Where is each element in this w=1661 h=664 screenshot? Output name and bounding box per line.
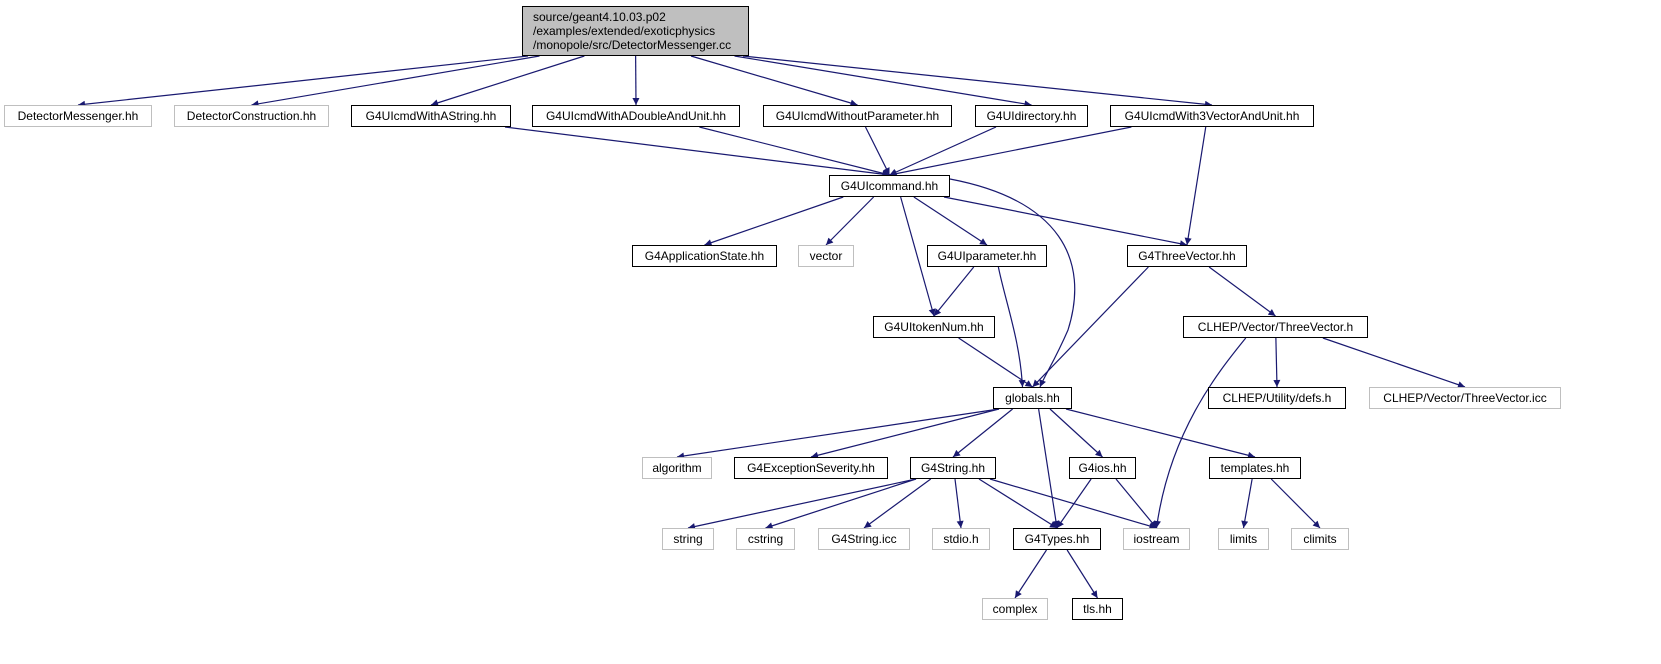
edge-root-to-cmdnop [690, 55, 858, 107]
node-g4string-icc: G4String.icc [818, 528, 910, 550]
node-templates-hh[interactable]: templates.hh [1209, 457, 1301, 479]
node-g4uiparameter-hh[interactable]: G4UIparameter.hh [927, 245, 1047, 267]
edge-cmdstr-to-uicmd [504, 126, 890, 178]
edge-threev-to-clhep3v [1208, 266, 1276, 317]
node-g4ios-hh[interactable]: G4ios.hh [1069, 457, 1136, 479]
edge-threev-to-globals [1032, 266, 1149, 388]
edge-uicmd-to-threev [943, 196, 1188, 248]
root-label-line-3: /monopole/src/DetectorMessenger.cc [533, 38, 732, 52]
edge-globals-to-exsev [810, 408, 1000, 459]
node-g4uicmdwithadoubleandunit-hh[interactable]: G4UIcmdWithADoubleAndUnit.hh [532, 105, 740, 127]
edge-globals-to-g4ios [1049, 408, 1103, 458]
edge-clhep3v-to-defs [1273, 337, 1281, 388]
edge-g4ios-to-types [1056, 478, 1092, 529]
node-g4threevector-hh[interactable]: G4ThreeVector.hh [1127, 245, 1247, 267]
node-clhep-utility-defs-h[interactable]: CLHEP/Utility/defs.h [1208, 387, 1346, 409]
node-globals-hh[interactable]: globals.hh [993, 387, 1072, 409]
edge-g4str-to-cstring [765, 478, 917, 530]
node-clhep-vector-threevector-icc: CLHEP/Vector/ThreeVector.icc [1369, 387, 1561, 409]
node-detectorconstruction-hh: DetectorConstruction.hh [174, 105, 329, 127]
edge-globals-to-algo [676, 408, 1000, 460]
edge-cmd3v-to-uicmd [889, 126, 1132, 178]
node-g4uidirectory-hh[interactable]: G4UIdirectory.hh [975, 105, 1088, 127]
node-g4string-hh[interactable]: G4String.hh [910, 457, 996, 479]
edge-uicmd-to-tokn [900, 196, 936, 317]
node-g4applicationstate-hh[interactable]: G4ApplicationState.hh [632, 245, 777, 267]
edge-templ-to-limits [1241, 478, 1253, 529]
edge-g4str-to-types [978, 478, 1058, 529]
edge-types-to-complex [1014, 549, 1048, 599]
node-limits: limits [1218, 528, 1269, 550]
edge-cmd3v-to-threev [1184, 126, 1207, 246]
edge-clhep3v-to-clhep3vicc [1322, 337, 1466, 389]
edge-uipar-to-tokn [933, 266, 975, 317]
node-cstring: cstring [736, 528, 795, 550]
node-g4types-hh[interactable]: G4Types.hh [1013, 528, 1101, 550]
node-g4uitokennum-hh[interactable]: G4UItokenNum.hh [873, 316, 995, 338]
edge-uicmd-to-vector [825, 196, 875, 246]
node-g4uicommand-hh[interactable]: G4UIcommand.hh [829, 175, 950, 197]
node-g4uicmdwithastring-hh[interactable]: G4UIcmdWithAString.hh [351, 105, 511, 127]
edge-root-to-cmdstr [430, 55, 585, 107]
node-stdio-h: stdio.h [932, 528, 990, 550]
node-algorithm: algorithm [642, 457, 712, 479]
edge-cmdnop-to-uicmd [864, 126, 891, 176]
node-string: string [662, 528, 714, 550]
node-climits: climits [1291, 528, 1349, 550]
edge-cmddbl-to-uicmd [699, 126, 890, 177]
edge-root-to-detcon [251, 55, 540, 108]
root-label-line-2: /examples/extended/exoticphysics [533, 24, 716, 38]
root-node-detector-messenger-cc: source/geant4.10.03.p02 /examples/extend… [522, 6, 749, 56]
node-g4uicmdwith3vectorandunit-hh[interactable]: G4UIcmdWith3VectorAndUnit.hh [1110, 105, 1314, 127]
edge-globals-to-templ [1065, 408, 1256, 459]
edge-templ-to-climits [1270, 478, 1321, 529]
node-clhep-vector-threevector-h[interactable]: CLHEP/Vector/ThreeVector.h [1183, 316, 1368, 338]
edge-g4str-to-iostream [989, 478, 1157, 530]
edge-clhep3v-to-iostream [1153, 337, 1247, 529]
edge-g4str-to-string [687, 478, 917, 530]
edge-g4str-to-stdio [954, 478, 964, 529]
node-iostream: iostream [1123, 528, 1190, 550]
edge-types-to-tls [1066, 549, 1099, 599]
node-tls-hh[interactable]: tls.hh [1072, 598, 1123, 620]
node-g4exceptionseverity-hh[interactable]: G4ExceptionSeverity.hh [734, 457, 888, 479]
node-complex: complex [982, 598, 1048, 620]
root-label-line-1: source/geant4.10.03.p02 [533, 10, 666, 24]
edge-uicmd-to-uipar [913, 196, 988, 246]
edge-uidir-to-uicmd [889, 126, 997, 176]
edge-root-to-detmsg [77, 55, 529, 108]
node-g4uicmdwithoutparameter-hh[interactable]: G4UIcmdWithoutParameter.hh [763, 105, 952, 127]
edge-tokn-to-globals [958, 337, 1033, 388]
edge-root-to-uidir [734, 55, 1032, 108]
edge-uicmd-to-appst [704, 196, 844, 247]
edge-g4ios-to-iostream [1115, 478, 1157, 529]
edge-g4str-to-stricc [863, 478, 932, 529]
edge-globals-to-g4str [952, 408, 1014, 458]
node-detectormessenger-hh: DetectorMessenger.hh [4, 105, 152, 127]
edge-globals-to-types [1038, 408, 1060, 529]
node-vector: vector [798, 245, 854, 267]
edge-root-to-cmd3v [742, 55, 1213, 108]
edge-uicmd-to-globals [949, 178, 1076, 388]
edge-uipar-to-globals [997, 266, 1026, 388]
